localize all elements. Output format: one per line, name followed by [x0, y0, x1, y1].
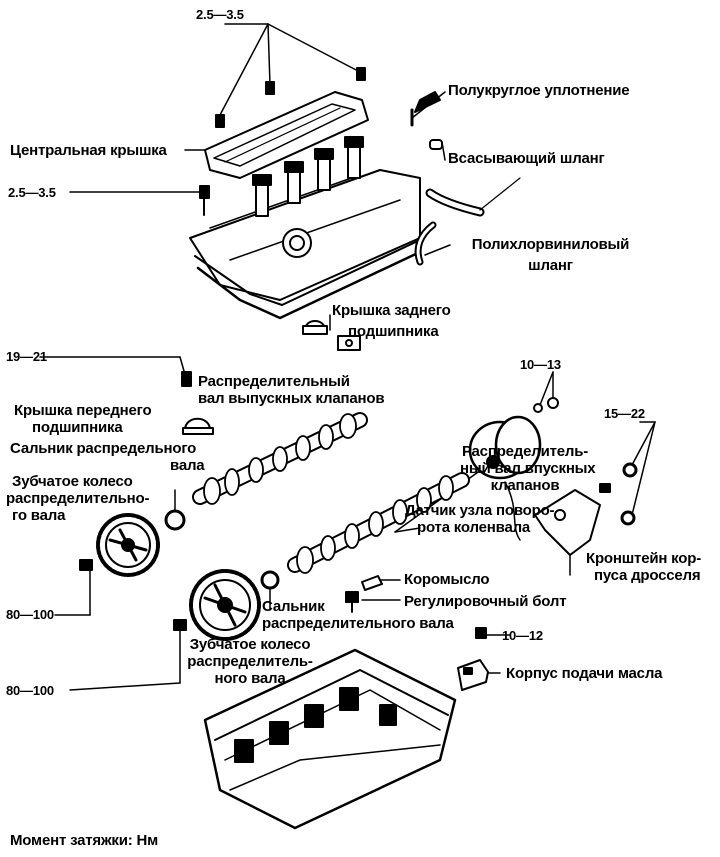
label-front-cap: Крышка переднего подшипника	[14, 402, 152, 436]
label-crank-sensor-line2: рота коленвала	[417, 519, 531, 536]
exhaust-camshaft-part	[192, 412, 368, 505]
label-intake-hose: Всасывающий шланг	[448, 150, 605, 167]
label-intake-cam-line3: клапанов	[490, 477, 560, 494]
torque-oil-housing: 10—12	[502, 628, 543, 643]
torque-sprocket-upper: 80—100	[6, 607, 54, 622]
intake-camshaft-part	[287, 472, 470, 574]
label-rocker: Коромысло	[404, 571, 490, 588]
label-cam-seal-upper-line1: Сальник распредельного	[10, 440, 197, 457]
label-rear-cap-line2: подшипника	[348, 323, 439, 340]
label-crank-sensor-line1: Датчик узла поворо-	[405, 502, 555, 519]
label-adjust-bolt: Регулировочный болт	[404, 593, 567, 610]
hoses-seal-parts	[410, 91, 521, 266]
throttle-bracket-part	[534, 462, 638, 556]
label-sprocket-lower-line2: распределитель-	[187, 653, 313, 670]
lower-sprocket-part	[189, 569, 261, 641]
cover-bolt-icons	[181, 67, 366, 387]
label-cam-seal-lower: Сальник распределительного вала	[262, 598, 454, 632]
label-intake-cam: Распределитель- ный вал впускных клапано…	[460, 443, 596, 494]
label-exhaust-cam-line1: Распределительный	[198, 373, 350, 390]
sprocket-bolt-icon-upper	[79, 559, 93, 571]
torque-sensor: 10—13	[520, 357, 561, 372]
rocker-bolt-parts	[345, 575, 383, 613]
label-sprocket-lower: Зубчатое колесо распределитель- ного вал…	[176, 636, 324, 687]
label-central-cover: Центральная крышка	[10, 142, 167, 159]
label-pvc-hose-line1: Полихлорвиниловый	[471, 236, 630, 253]
label-pvc-hose-line2: шланг	[528, 257, 573, 274]
torque-sprocket-lower: 80—100	[6, 683, 54, 698]
label-throttle-bracket-line2: пуса дросселя	[594, 567, 701, 584]
rear-bearing-cap-parts	[302, 320, 361, 351]
label-sprocket-upper-line1: Зубчатое колесо	[12, 473, 133, 490]
label-exhaust-cam-line2: вал выпускных клапанов	[198, 390, 385, 407]
label-cam-seal-lower-line2: распределительного вала	[262, 615, 454, 632]
cam-seal-parts	[164, 509, 280, 590]
torque-top-cover: 2.5—3.5	[196, 7, 244, 22]
upper-sprocket-part	[96, 513, 160, 577]
leader-lines	[39, 23, 656, 691]
crank-sensor-part	[468, 397, 559, 541]
label-sprocket-upper-line3: го вала	[12, 507, 66, 524]
label-cam-seal-upper-line2: вала	[170, 457, 205, 474]
front-bearing-cap-part	[182, 417, 214, 435]
label-exhaust-cam: Распределительный вал выпускных клапанов	[198, 373, 385, 407]
torque-left-cover: 2.5—3.5	[8, 185, 56, 200]
label-intake-cam-line2: ный вал впускных	[460, 460, 596, 477]
label-intake-cam-line1: Распределитель-	[461, 443, 589, 460]
label-sprocket-lower-line3: ного вала	[214, 670, 286, 687]
oil-housing-part	[457, 659, 489, 691]
label-sprocket-upper-line2: распределительно-	[6, 490, 150, 507]
label-throttle-bracket: Кронштейн кор- пуса дросселя	[586, 550, 701, 584]
label-crank-sensor: Датчик узла поворо- рота коленвала	[405, 502, 555, 536]
label-cam-seal-lower-line1: Сальник	[262, 598, 325, 615]
label-pvc-hose: Полихлорвиниловый шланг	[448, 236, 653, 274]
footer-torque-units: Момент затяжки: Нм	[10, 832, 159, 849]
label-semicircular-seal: Полукруглое уплотнение	[448, 82, 630, 99]
torque-cam-cap: 19—21	[6, 349, 47, 364]
label-front-cap-line1: Крышка переднего	[14, 402, 152, 419]
torque-bracket: 15—22	[604, 406, 645, 421]
central-cover-part	[204, 91, 369, 179]
label-oil-housing: Корпус подачи масла	[506, 665, 663, 682]
label-throttle-bracket-line1: Кронштейн кор-	[586, 550, 702, 567]
label-front-cap-line2: подшипника	[32, 419, 123, 436]
label-rear-cap-line1: Крышка заднего	[332, 302, 451, 319]
label-cam-seal-upper: Сальник распредельного вала	[10, 440, 205, 474]
label-rear-cap: Крышка заднего подшипника	[332, 302, 451, 340]
sprocket-bolt-icon-lower	[173, 619, 487, 639]
label-sprocket-lower-line1: Зубчатое колесо	[189, 636, 311, 653]
label-sprocket-upper: Зубчатое колесо распределительно- го вал…	[6, 473, 149, 524]
cylinder-head-lower-part	[203, 648, 457, 830]
